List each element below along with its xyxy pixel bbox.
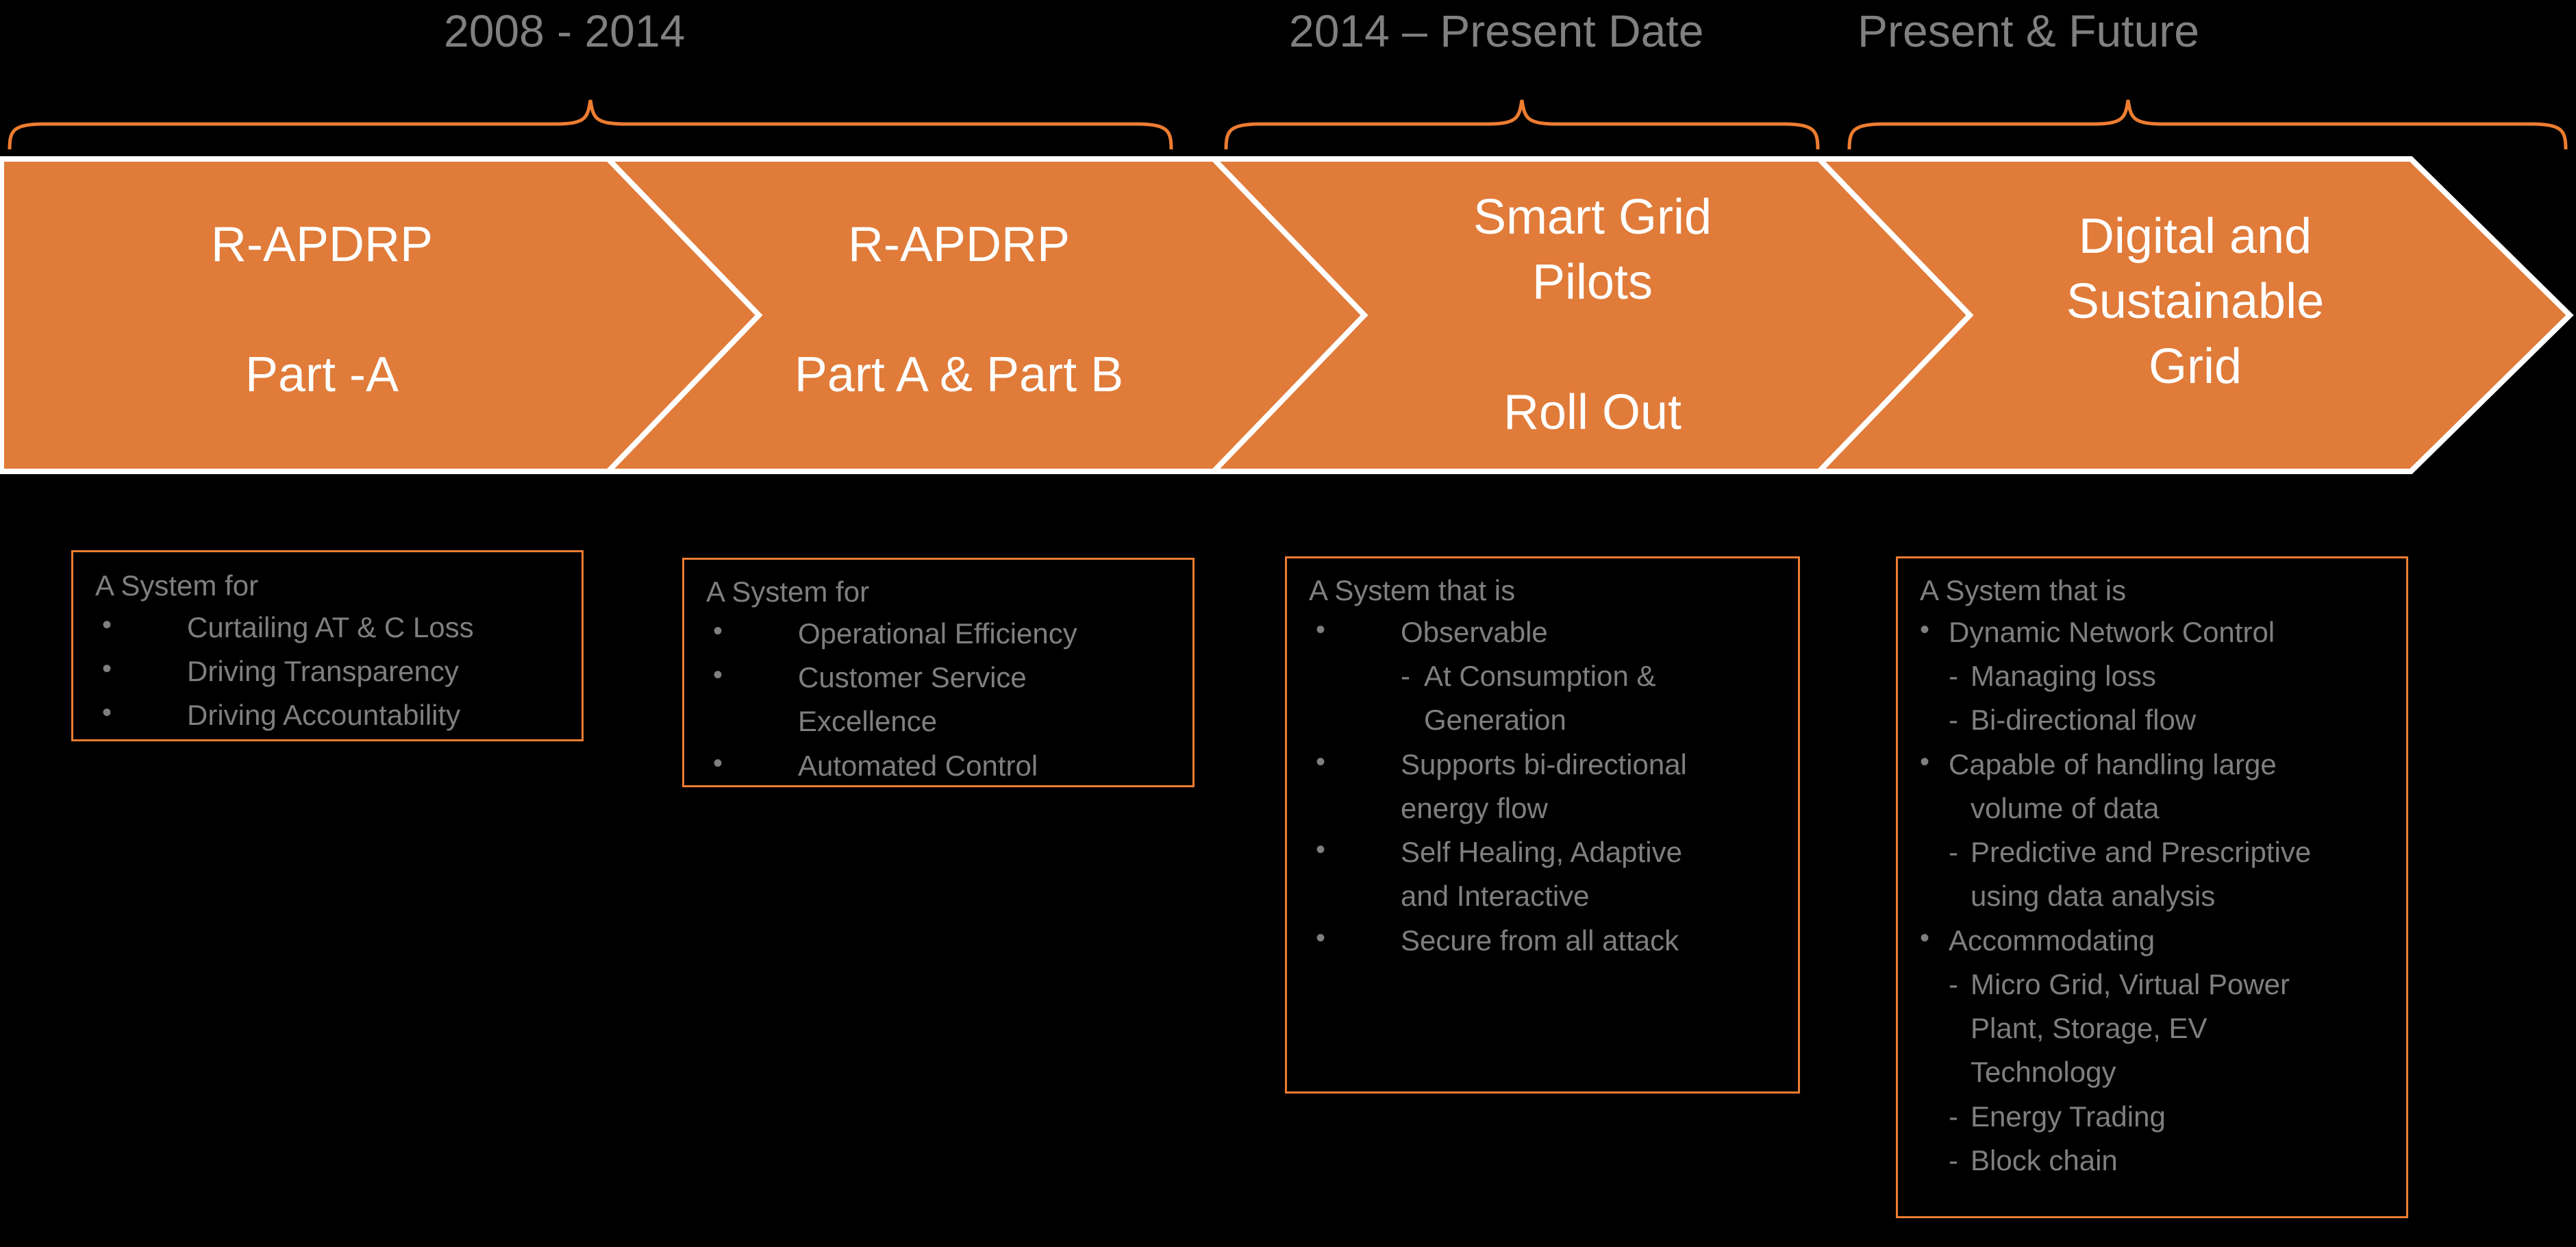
detail-box-1-list: Curtailing AT & C Loss Driving Transpare…	[95, 608, 575, 742]
brace-3	[1847, 99, 2568, 150]
list-item: Driving Transparency	[95, 652, 575, 689]
list-item: Automated Control	[706, 747, 1186, 783]
list-item: Observable	[1309, 613, 1788, 650]
brace-2	[1224, 99, 1820, 150]
list-item: Bi-directional flow	[1920, 702, 2406, 737]
phase-divider-3	[1817, 157, 1974, 473]
brace-group	[8, 99, 2568, 150]
era-label-1: 2008 - 2014	[444, 5, 686, 56]
detail-box-3-heading: A System that is	[1309, 574, 1516, 606]
list-item: Plant, Storage, EV	[1971, 1012, 2208, 1045]
list-item: Self Healing, Adaptive	[1309, 833, 1788, 869]
list-item: Dynamic Network Control	[1920, 613, 2406, 650]
phase-divider-2	[1212, 157, 1368, 473]
detail-box-4-list: Dynamic Network Control Managing loss Bi…	[1920, 613, 2406, 1187]
list-item: volume of data	[1971, 791, 2160, 824]
detail-box-2[interactable]: A System for Operational Efficiency Cust…	[682, 558, 1195, 787]
era-label-3: Present & Future	[1858, 5, 2199, 56]
era-label-2: 2014 – Present Date	[1289, 5, 1704, 56]
detail-box-4[interactable]: A System that is Dynamic Network Control…	[1896, 556, 2408, 1218]
list-item: Excellence	[798, 705, 938, 738]
band-body	[0, 156, 2574, 474]
list-item: Customer Service	[706, 658, 1186, 695]
phase-chevron-band	[0, 156, 2574, 474]
list-item: Supports bi-directional	[1309, 745, 1788, 782]
list-item: Operational Efficiency	[706, 615, 1186, 651]
detail-box-4-heading: A System that is	[1920, 574, 2127, 606]
list-item: Secure from all attack	[1309, 922, 1788, 958]
list-item: Capable of handling large	[1920, 745, 2406, 782]
detail-box-1-heading: A System for	[95, 569, 259, 602]
list-item: Block chain	[1920, 1143, 2406, 1178]
brace-1	[8, 99, 1173, 150]
list-item: Technology	[1971, 1056, 2116, 1089]
list-item: energy flow	[1401, 791, 1548, 824]
detail-box-2-list: Operational Efficiency Customer Service …	[706, 615, 1186, 792]
list-item: Predictive and Prescriptive	[1920, 835, 2406, 869]
phase-divider-1	[606, 157, 763, 473]
list-item: Managing loss	[1920, 658, 2406, 693]
detail-box-3-list: Observable At Consumption & Generation S…	[1309, 613, 1788, 967]
list-item: and Interactive	[1401, 880, 1590, 913]
detail-box-3[interactable]: A System that is Observable At Consumpti…	[1285, 556, 1800, 1094]
detail-box-1[interactable]: A System for Curtailing AT & C Loss Driv…	[71, 550, 584, 741]
detail-box-2-heading: A System for	[706, 576, 870, 608]
list-item: Energy Trading	[1920, 1099, 2406, 1134]
list-item: At Consumption &	[1309, 658, 1788, 693]
list-item: Driving Accountability	[95, 696, 575, 732]
list-item: Micro Grid, Virtual Power	[1920, 967, 2406, 1002]
list-item: Accommodating	[1920, 922, 2406, 958]
list-item: Curtailing AT & C Loss	[95, 608, 575, 645]
list-item: using data analysis	[1971, 880, 2216, 913]
list-item: Generation	[1424, 704, 1566, 737]
